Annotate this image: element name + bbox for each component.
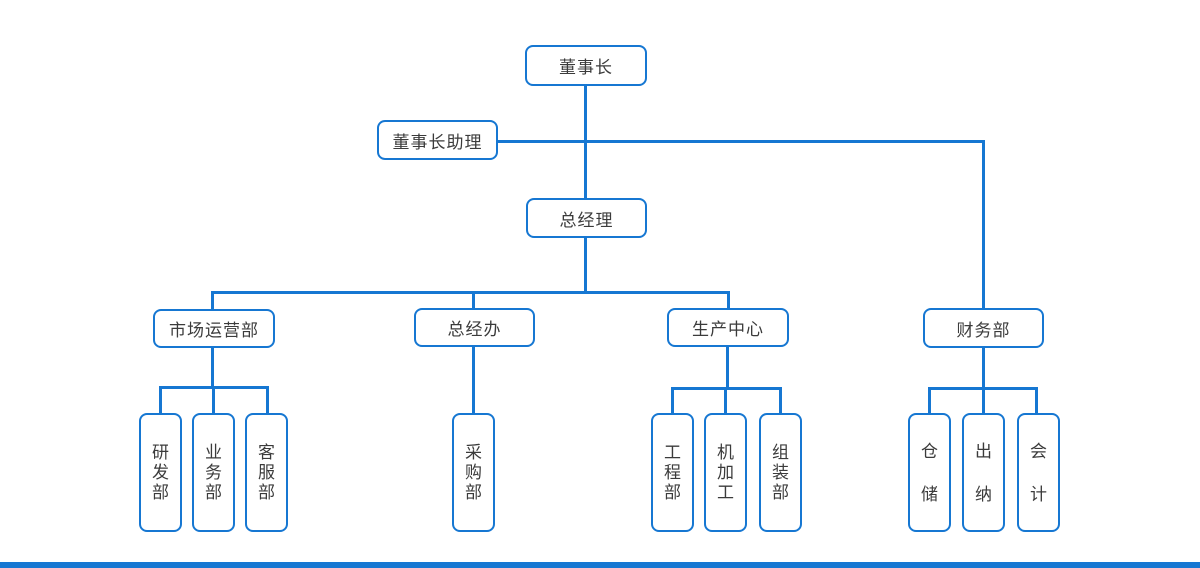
node-warehouse-label: 仓储 — [921, 441, 938, 504]
connector-drop-rd — [159, 386, 162, 413]
node-assembly-dept: 组装部 — [759, 413, 802, 532]
node-accounting-label: 会计 — [1030, 441, 1047, 504]
node-service-label: 客服部 — [258, 443, 275, 502]
node-finance-dept: 财务部 — [923, 308, 1044, 348]
node-chairman: 董事长 — [525, 45, 647, 86]
node-machining-dept: 机加工 — [704, 413, 747, 532]
node-chairman-assistant: 董事长助理 — [377, 120, 498, 160]
connector-production-stem — [726, 347, 729, 389]
connector-gm-to-level2 — [584, 238, 587, 294]
node-chairman-label: 董事长 — [559, 58, 613, 77]
node-machining-label: 机加工 — [717, 443, 734, 502]
node-cashier-label: 出纳 — [975, 441, 992, 504]
connector-drop-accounting — [1035, 387, 1038, 413]
connector-drop-business — [212, 386, 215, 413]
node-marketing-label: 市场运营部 — [169, 321, 259, 340]
node-gmo-label: 总经办 — [447, 320, 502, 339]
node-engineering-label: 工程部 — [664, 443, 681, 502]
node-production-center: 生产中心 — [667, 308, 789, 347]
connector-finance-stem — [982, 348, 985, 389]
node-marketing-dept: 市场运营部 — [153, 309, 275, 348]
node-gm-label: 总经理 — [559, 210, 614, 230]
connector-level2-horizontal — [211, 291, 730, 294]
node-customer-service-dept: 客服部 — [245, 413, 288, 532]
connector-drop-service — [266, 386, 269, 413]
node-procurement-dept: 采购部 — [452, 413, 495, 532]
footer-accent-bar — [0, 562, 1200, 568]
node-assembly-label: 组装部 — [772, 443, 789, 502]
node-warehouse: 仓储 — [908, 413, 951, 532]
node-business-dept: 业务部 — [192, 413, 235, 532]
connector-drop-marketing — [211, 291, 214, 309]
node-general-manager: 总经理 — [526, 198, 647, 238]
connector-gmo-to-procurement — [472, 347, 475, 413]
connector-marketing-stem — [211, 348, 214, 388]
connector-drop-engineering — [671, 387, 674, 413]
node-rd-dept: 研发部 — [139, 413, 182, 532]
node-production-label: 生产中心 — [692, 320, 764, 339]
node-cashier: 出纳 — [962, 413, 1005, 532]
node-rd-label: 研发部 — [152, 443, 169, 502]
connector-drop-machining — [724, 387, 727, 413]
connector-chairman-to-gm — [584, 86, 587, 200]
connector-drop-assembly — [779, 387, 782, 413]
node-engineering-dept: 工程部 — [651, 413, 694, 532]
connector-drop-production — [727, 291, 730, 308]
connector-down-to-finance — [982, 140, 985, 308]
node-assistant-label: 董事长助理 — [392, 132, 483, 152]
connector-assistant-horizontal — [497, 140, 985, 143]
connector-drop-warehouse — [928, 387, 931, 413]
connector-drop-gmo — [472, 291, 475, 308]
connector-drop-cashier — [982, 387, 985, 413]
node-gm-office: 总经办 — [414, 308, 535, 347]
node-accounting: 会计 — [1017, 413, 1060, 532]
node-business-label: 业务部 — [205, 443, 222, 502]
node-finance-label: 财务部 — [956, 320, 1011, 340]
node-procurement-label: 采购部 — [465, 443, 482, 502]
